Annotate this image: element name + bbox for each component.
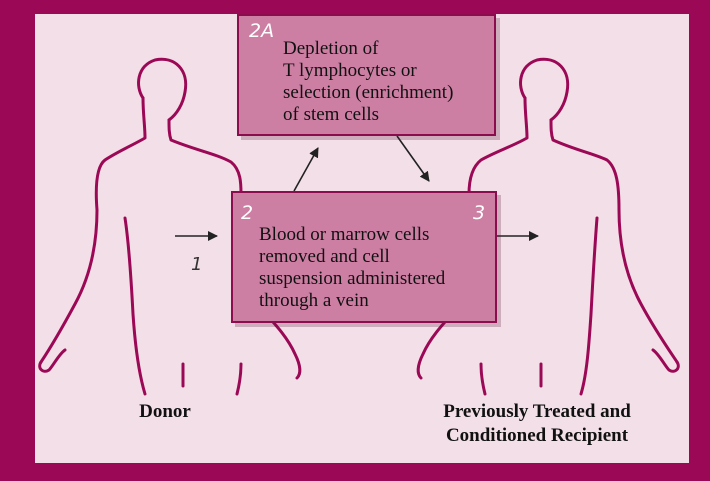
box-2: 2 3 Blood or marrow cells removed and ce… <box>231 191 497 323</box>
box-2a: 2A Depletion of T lymphocytes or selecti… <box>237 14 496 136</box>
arrow-to-2a <box>294 148 318 191</box>
recipient-label: Previously Treated and Conditioned Recip… <box>407 400 667 448</box>
box-2a-text: Depletion of T lymphocytes or selection … <box>283 38 453 126</box>
box-3-number: 3 <box>473 202 485 224</box>
donor-label: Donor <box>105 400 225 424</box>
arrow-from-2a <box>397 136 429 181</box>
diagram-panel: 1 2A Depletion of T lymphocytes or selec… <box>35 14 689 463</box>
box-2-number: 2 <box>241 202 253 224</box>
step-1-label: 1 <box>191 254 202 275</box>
box-2a-number: 2A <box>249 20 274 42</box>
box-2-text: Blood or marrow cells removed and cell s… <box>259 224 445 312</box>
